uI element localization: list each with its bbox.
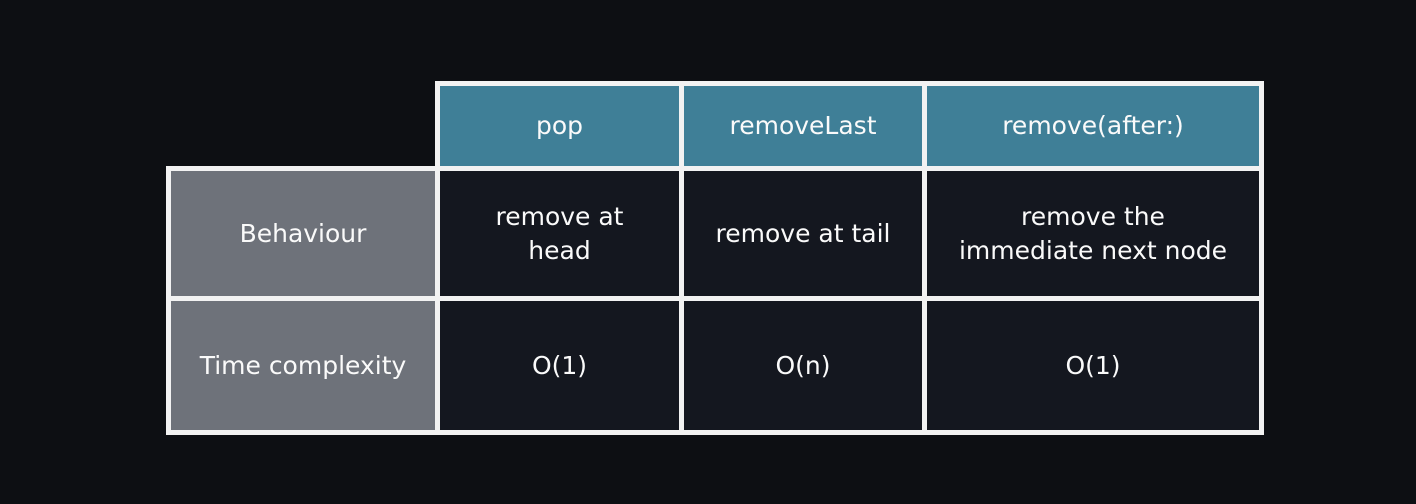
column-header-removelast: removeLast [679,81,927,171]
row-label-time-complexity: Time complexity [166,296,440,435]
cell-behaviour-removelast: remove at tail [679,166,927,301]
table-header-row: pop removeLast remove(after:) [169,81,1264,171]
cell-behaviour-remove-after: remove the immediate next node [922,166,1264,301]
cell-complexity-removelast: O(n) [679,296,927,435]
cell-behaviour-pop: remove at head [435,166,684,301]
corner-spacer [169,84,438,169]
column-header-pop: pop [435,81,684,171]
column-header-remove-after: remove(after:) [922,81,1264,171]
cell-complexity-pop: O(1) [435,296,684,435]
row-label-behaviour: Behaviour [166,166,440,301]
table-row-behaviour: Behaviour remove at head remove at tail … [166,166,1264,301]
complexity-table: pop removeLast remove(after:) Behaviour … [166,81,1264,435]
cell-complexity-remove-after: O(1) [922,296,1264,435]
table-row-time-complexity: Time complexity O(1) O(n) O(1) [166,296,1264,435]
